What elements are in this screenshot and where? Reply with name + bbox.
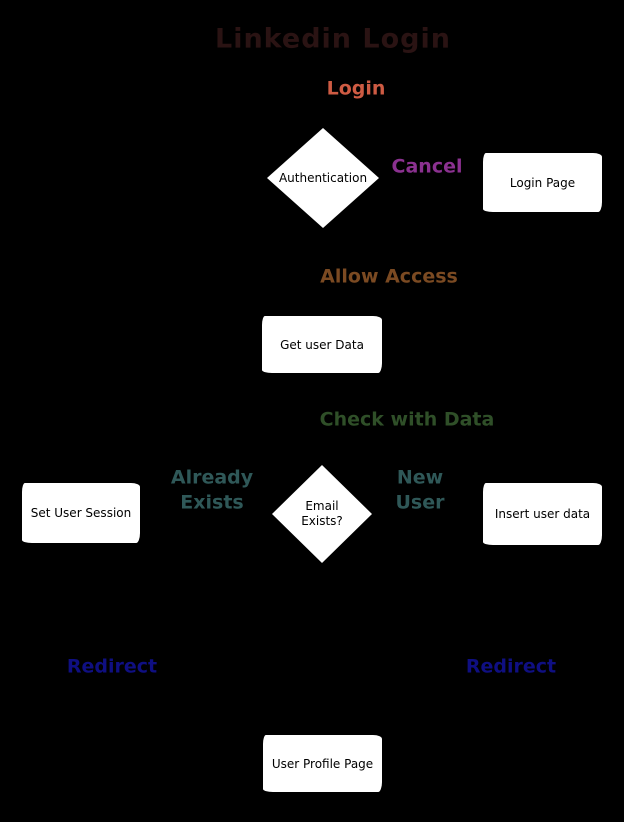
edge-label-new-user: New User: [395, 466, 445, 513]
edge-allow-access: [321, 228, 324, 316]
node-login-page-label: Login Page: [509, 175, 576, 190]
node-user-profile-page: User Profile Page: [263, 735, 382, 792]
node-insert-user-data: Insert user data: [483, 483, 602, 545]
node-insert-user-data-label: Insert user data: [494, 507, 591, 521]
edge-already-exists: [140, 512, 272, 515]
edge-label-redirect-left: Redirect: [66, 655, 158, 678]
node-login-page: Login Page: [483, 153, 602, 212]
node-get-user-data-label: Get user Data: [280, 337, 364, 352]
edge-label-redirect-right: Redirect: [465, 655, 557, 678]
node-set-user-session: Set User Session: [22, 483, 140, 543]
edge-redirect-right: [382, 546, 543, 759]
edge-label-cancel: Cancel: [391, 155, 463, 178]
edge-label-login: Login: [326, 77, 386, 100]
node-get-user-data: Get user Data: [262, 316, 382, 373]
edge-cancel: [379, 177, 483, 183]
node-email-exists-label: Email Exists?: [301, 499, 343, 528]
edge-label-already-exists: Already Exists: [170, 466, 254, 513]
edge-label-check-with-data: Check with Data: [319, 408, 495, 431]
diagram-title: Linkedin Login: [215, 23, 451, 55]
node-set-user-session-label: Set User Session: [30, 506, 132, 520]
node-user-profile-page-label: User Profile Page: [271, 756, 374, 771]
edge-label-allow-access: Allow Access: [320, 265, 458, 288]
edge-redirect-left: [80, 544, 263, 759]
node-authentication-label: Authentication: [278, 170, 368, 185]
